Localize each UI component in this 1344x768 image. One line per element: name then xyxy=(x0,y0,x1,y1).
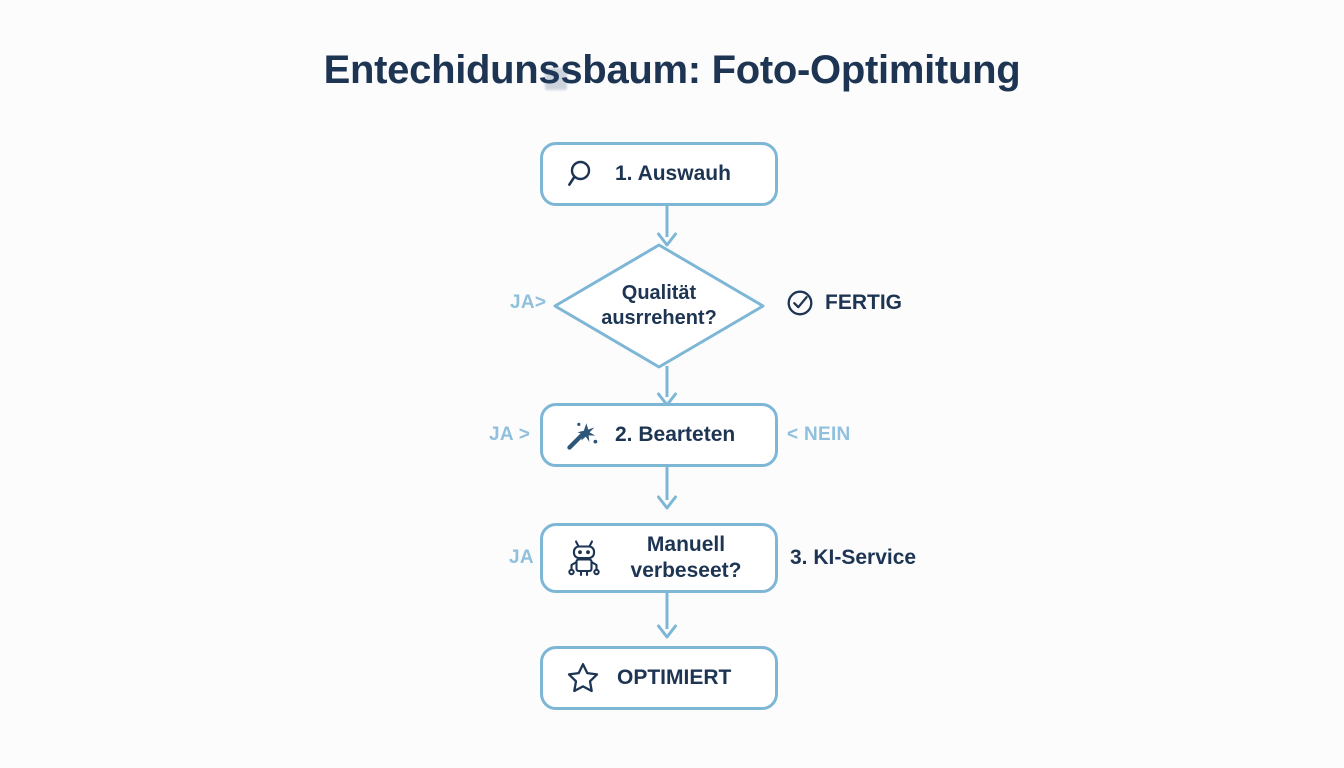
magnifier-icon xyxy=(565,157,599,191)
label-bearteten-right: < NEIN xyxy=(787,424,851,445)
node-bearteten[interactable]: 2. Bearteten xyxy=(540,403,778,467)
node-bearteten-label: 2. Bearteten xyxy=(615,423,736,447)
star-icon xyxy=(565,660,601,696)
node-optimiert[interactable]: OPTIMIERT xyxy=(540,646,778,710)
magic-wand-icon xyxy=(565,418,599,452)
robot-icon xyxy=(565,538,603,578)
node-qualitaet[interactable]: Qualität ausrrehent? xyxy=(552,242,766,370)
label-manuell-left: JA xyxy=(509,547,534,568)
node-auswauh[interactable]: 1. Auswauh xyxy=(540,142,778,206)
label-diamond-right-text: FERTIG xyxy=(825,291,902,314)
label-diamond-right: FERTIG xyxy=(786,289,902,317)
label-diamond-left: JA> xyxy=(510,292,547,313)
node-optimiert-label: OPTIMIERT xyxy=(617,666,732,690)
node-auswauh-label: 1. Auswauh xyxy=(615,162,731,186)
check-circle-icon xyxy=(786,289,814,317)
node-manuell[interactable]: Manuell verbeseet? xyxy=(540,523,778,593)
label-bearteten-left: JA > xyxy=(489,424,531,445)
node-manuell-text: Manuell verbeseet? xyxy=(619,532,753,583)
node-manuell-label-line2: verbeseet? xyxy=(630,559,742,582)
node-manuell-label-line1: Manuell xyxy=(646,533,726,557)
connector-auswauh-to-qualitaet xyxy=(651,206,683,253)
connector-bearteten-to-manuell xyxy=(651,467,683,516)
label-manuell-right: 3. KI-Service xyxy=(790,546,917,569)
connector-manuell-to-optimiert xyxy=(651,593,683,646)
page-title: Entechidunssbaum: Foto-Optimitung xyxy=(323,48,1021,92)
